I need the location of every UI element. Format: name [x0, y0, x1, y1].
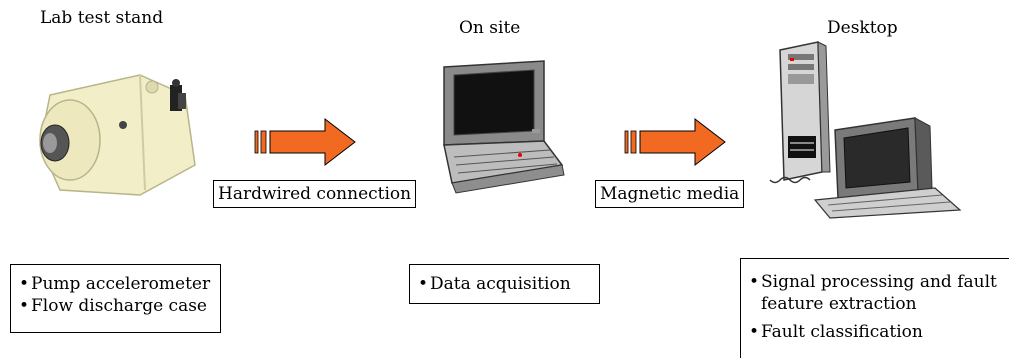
stage-title-lab-test-stand: Lab test stand [40, 8, 164, 28]
bullet-item: Fault classification [749, 321, 1001, 343]
bullet-item: Flow discharge case [19, 295, 212, 317]
bullet-item: Pump accelerometer [19, 273, 212, 295]
pump-icon [39, 74, 196, 196]
connection-label-magnetic-media: Magnetic media [595, 180, 745, 208]
arrow-1-icon [254, 117, 356, 167]
bullet-box-lab-test-stand: Pump accelerometer Flow discharge case [10, 264, 221, 333]
bullet-item: Signal processing and fault feature extr… [749, 271, 1009, 315]
stage-title-desktop: Desktop [827, 18, 898, 38]
connection-label-hardwired: Hardwired connection [213, 180, 417, 208]
bullet-item: Data acquisition [418, 273, 591, 295]
arrow-2-icon [624, 117, 726, 167]
laptop-icon [443, 60, 565, 194]
bullet-box-on-site: Data acquisition [409, 264, 600, 304]
bullet-box-desktop: Signal processing and fault feature extr… [740, 258, 1009, 358]
desktop-computer-icon [769, 41, 962, 219]
stage-title-on-site: On site [459, 18, 521, 38]
